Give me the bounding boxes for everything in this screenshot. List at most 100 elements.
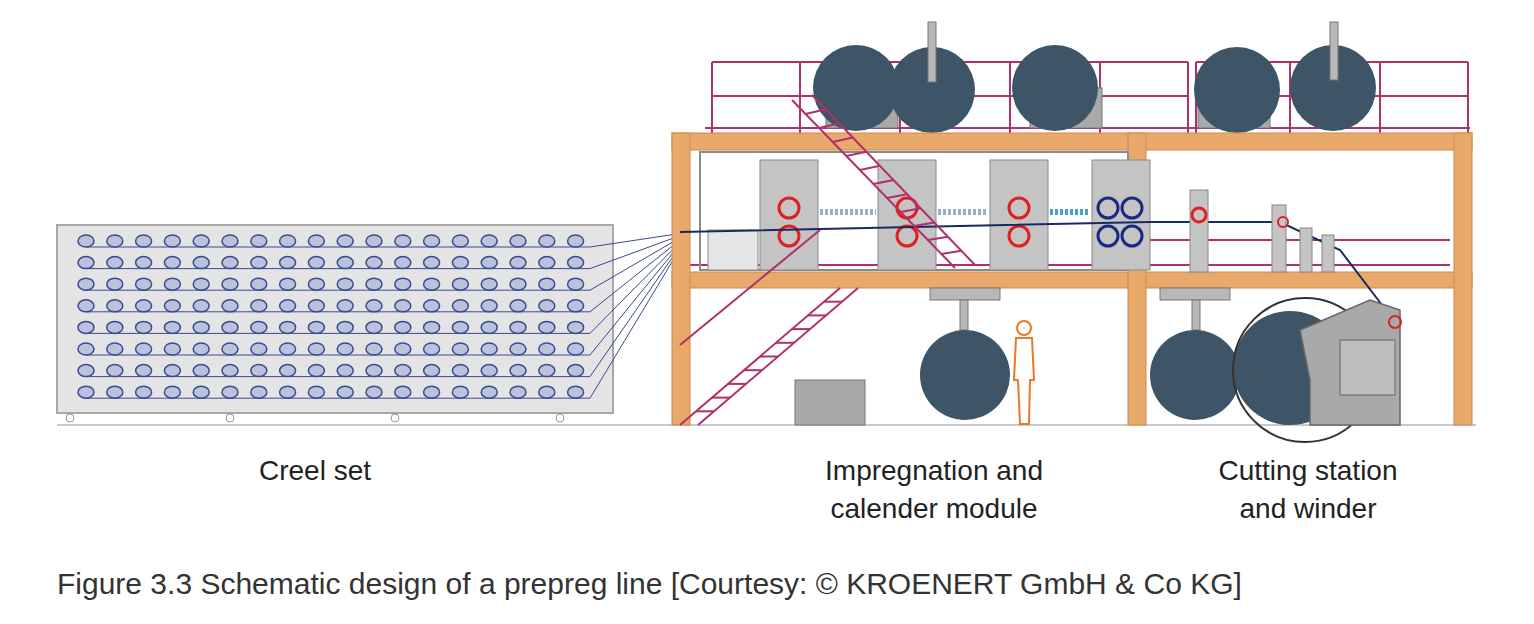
stair-step: [887, 194, 907, 198]
bobbin: [78, 386, 94, 398]
bobbin: [107, 365, 123, 377]
bobbin: [424, 300, 440, 312]
bobbin: [568, 235, 584, 247]
bobbin: [424, 321, 440, 333]
bobbin: [481, 321, 497, 333]
bobbin: [280, 321, 296, 333]
bobbin: [222, 257, 238, 269]
bobbin: [395, 365, 411, 377]
bobbin: [510, 386, 526, 398]
bobbin: [452, 235, 468, 247]
bobbin: [395, 343, 411, 355]
bobbins: [78, 235, 584, 398]
bobbin: [510, 343, 526, 355]
bobbin: [452, 365, 468, 377]
bobbin: [251, 257, 267, 269]
bobbin: [366, 257, 382, 269]
bobbin: [366, 343, 382, 355]
bobbin: [424, 386, 440, 398]
stair-step: [860, 166, 880, 170]
fiber-threads: [86, 232, 690, 398]
bobbin: [136, 300, 152, 312]
bobbin: [481, 343, 497, 355]
cutting-station: [1190, 190, 1334, 272]
bobbin: [78, 365, 94, 377]
bobbin: [164, 257, 180, 269]
bobbin: [424, 365, 440, 377]
bobbin: [510, 300, 526, 312]
bobbin: [452, 321, 468, 333]
bobbin: [568, 300, 584, 312]
bobbin: [136, 235, 152, 247]
bobbin: [510, 321, 526, 333]
bobbin: [107, 321, 123, 333]
bobbin: [481, 235, 497, 247]
bobbin: [481, 257, 497, 269]
module-housing: [700, 152, 1128, 270]
thread: [86, 290, 590, 291]
bobbin: [510, 365, 526, 377]
bobbin: [539, 365, 555, 377]
stair-step: [728, 383, 746, 385]
bobbin: [539, 386, 555, 398]
bobbin: [395, 386, 411, 398]
bobbin: [251, 321, 267, 333]
bobbin: [280, 257, 296, 269]
bobbin: [136, 321, 152, 333]
stair-step: [819, 123, 839, 128]
thread: [86, 355, 590, 356]
bobbin: [193, 278, 209, 290]
bobbin: [424, 235, 440, 247]
bobbin: [510, 278, 526, 290]
bobbin: [136, 257, 152, 269]
bobbin: [308, 235, 324, 247]
winder: [1233, 298, 1401, 442]
bobbin: [222, 300, 238, 312]
bobbin: [280, 235, 296, 247]
bobbin: [107, 235, 123, 247]
bobbin: [337, 257, 353, 269]
stair-step: [941, 251, 961, 254]
heating-plates: [820, 209, 1090, 215]
stair-step: [808, 314, 826, 316]
bobbin: [193, 386, 209, 398]
bobbin: [395, 257, 411, 269]
bobbin: [539, 343, 555, 355]
bobbin: [481, 278, 497, 290]
bobbin: [107, 278, 123, 290]
bobbin: [251, 343, 267, 355]
bobbin: [193, 321, 209, 333]
bobbin: [539, 257, 555, 269]
thread: [86, 268, 590, 269]
top-rolls: [813, 22, 1376, 133]
bobbin: [366, 321, 382, 333]
bobbin: [481, 300, 497, 312]
bobbin: [424, 257, 440, 269]
bobbin: [452, 257, 468, 269]
bobbin: [395, 300, 411, 312]
bobbin: [222, 235, 238, 247]
bobbin: [251, 235, 267, 247]
stair-step: [901, 208, 921, 212]
bobbin: [280, 300, 296, 312]
stair-step: [776, 342, 794, 344]
bobbin: [251, 278, 267, 290]
bobbin: [424, 278, 440, 290]
bobbin: [395, 235, 411, 247]
bobbin: [78, 343, 94, 355]
bobbin: [568, 343, 584, 355]
stair-step: [792, 328, 810, 330]
bobbin: [308, 257, 324, 269]
bobbin: [308, 321, 324, 333]
bobbin: [452, 386, 468, 398]
thread: [86, 247, 590, 248]
bobbin: [568, 386, 584, 398]
bobbin: [78, 257, 94, 269]
thread: [86, 333, 590, 334]
section-label: Creel set: [195, 452, 435, 490]
bobbin: [395, 278, 411, 290]
bobbin: [193, 235, 209, 247]
bobbin: [366, 365, 382, 377]
bobbin: [107, 343, 123, 355]
